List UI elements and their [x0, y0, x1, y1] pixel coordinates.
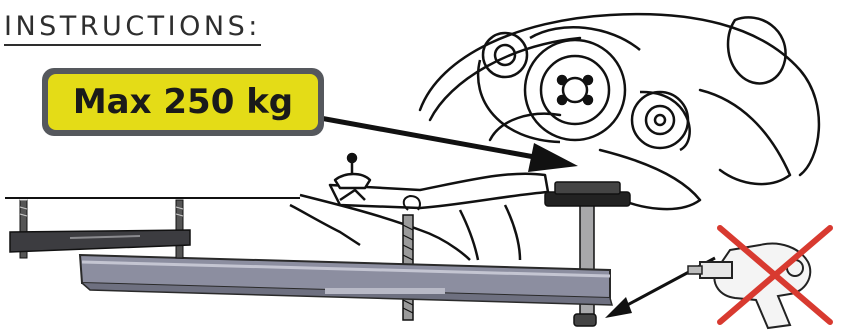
engine-pulleys [478, 27, 690, 150]
max-load-badge-inner: Max 250 kg [48, 74, 318, 130]
left-clamp [5, 198, 300, 258]
instructions-heading: INSTRUCTIONS: [4, 12, 261, 46]
threaded-bolt [403, 196, 420, 320]
impact-wrench-prohibited-icon [688, 228, 830, 328]
tool-bar [80, 255, 612, 305]
max-load-label: Max 250 kg [73, 82, 293, 122]
max-load-badge: Max 250 kg [42, 68, 324, 136]
